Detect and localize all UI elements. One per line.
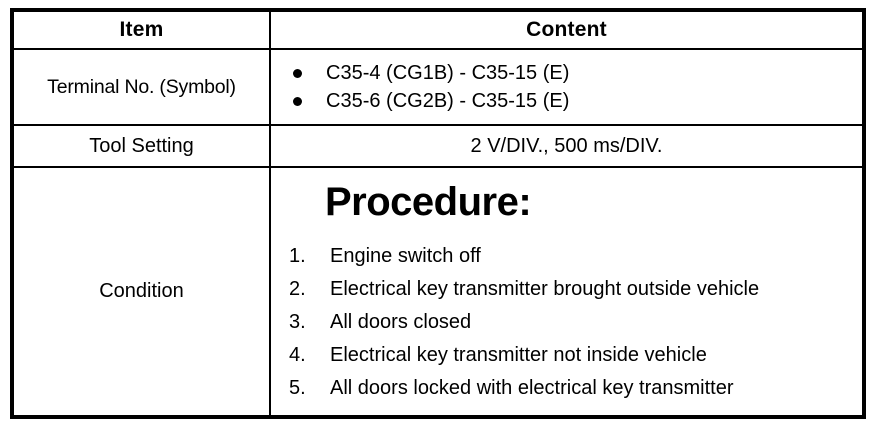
bullet-dot-icon <box>293 69 302 78</box>
row-content-terminal-no: C35-4 (CG1B) - C35-15 (E) C35-6 (CG2B) -… <box>269 48 865 126</box>
step-text: All doors closed <box>330 311 472 333</box>
list-item: C35-6 (CG2B) - C35-15 (E) <box>289 87 862 115</box>
row-content-tool-setting: 2 V/DIV., 500 ms/DIV. <box>269 124 865 168</box>
condition-content-block: Procedure: 1. Engine switch off 2. Elect… <box>271 168 862 415</box>
terminal-pair-text: C35-6 (CG2B) - C35-15 (E) <box>326 90 570 112</box>
procedure-step-list: 1. Engine switch off 2. Electrical key t… <box>289 240 862 405</box>
header-cell-content: Content <box>269 9 865 50</box>
step-text: Engine switch off <box>330 245 481 267</box>
specification-table: Item Content Terminal No. (Symbol) C35-4… <box>10 8 866 419</box>
table-row-condition: Condition Procedure: 1. Engine switch of… <box>11 166 865 418</box>
row-label-tool-setting: Tool Setting <box>11 124 271 168</box>
step-text: Electrical key transmitter not inside ve… <box>330 344 707 366</box>
list-item: 4. Electrical key transmitter not inside… <box>289 339 862 372</box>
step-number: 4. <box>289 344 306 366</box>
bullet-dot-icon <box>293 97 302 106</box>
list-item: 2. Electrical key transmitter brought ou… <box>289 273 862 306</box>
terminal-pair-text: C35-4 (CG1B) - C35-15 (E) <box>326 62 570 84</box>
table-header-row: Item Content <box>11 9 865 50</box>
step-number: 3. <box>289 311 306 333</box>
terminal-bullet-list: C35-4 (CG1B) - C35-15 (E) C35-6 (CG2B) -… <box>271 50 862 124</box>
row-label-terminal-no: Terminal No. (Symbol) <box>11 48 271 126</box>
list-item: 1. Engine switch off <box>289 240 862 273</box>
step-text: Electrical key transmitter brought outsi… <box>330 278 760 300</box>
list-item: 5. All doors locked with electrical key … <box>289 372 862 405</box>
step-number: 2. <box>289 278 306 300</box>
header-cell-item: Item <box>11 9 271 50</box>
row-label-condition: Condition <box>11 166 271 418</box>
step-number: 1. <box>289 245 306 267</box>
step-number: 5. <box>289 377 306 399</box>
procedure-heading: Procedure: <box>325 180 532 224</box>
row-content-condition: Procedure: 1. Engine switch off 2. Elect… <box>269 166 865 418</box>
list-item: 3. All doors closed <box>289 306 862 339</box>
list-item: C35-4 (CG1B) - C35-15 (E) <box>289 59 862 87</box>
table-row-terminal-no: Terminal No. (Symbol) C35-4 (CG1B) - C35… <box>11 48 865 126</box>
table-row-tool-setting: Tool Setting 2 V/DIV., 500 ms/DIV. <box>11 124 865 168</box>
step-text: All doors locked with electrical key tra… <box>330 377 734 399</box>
